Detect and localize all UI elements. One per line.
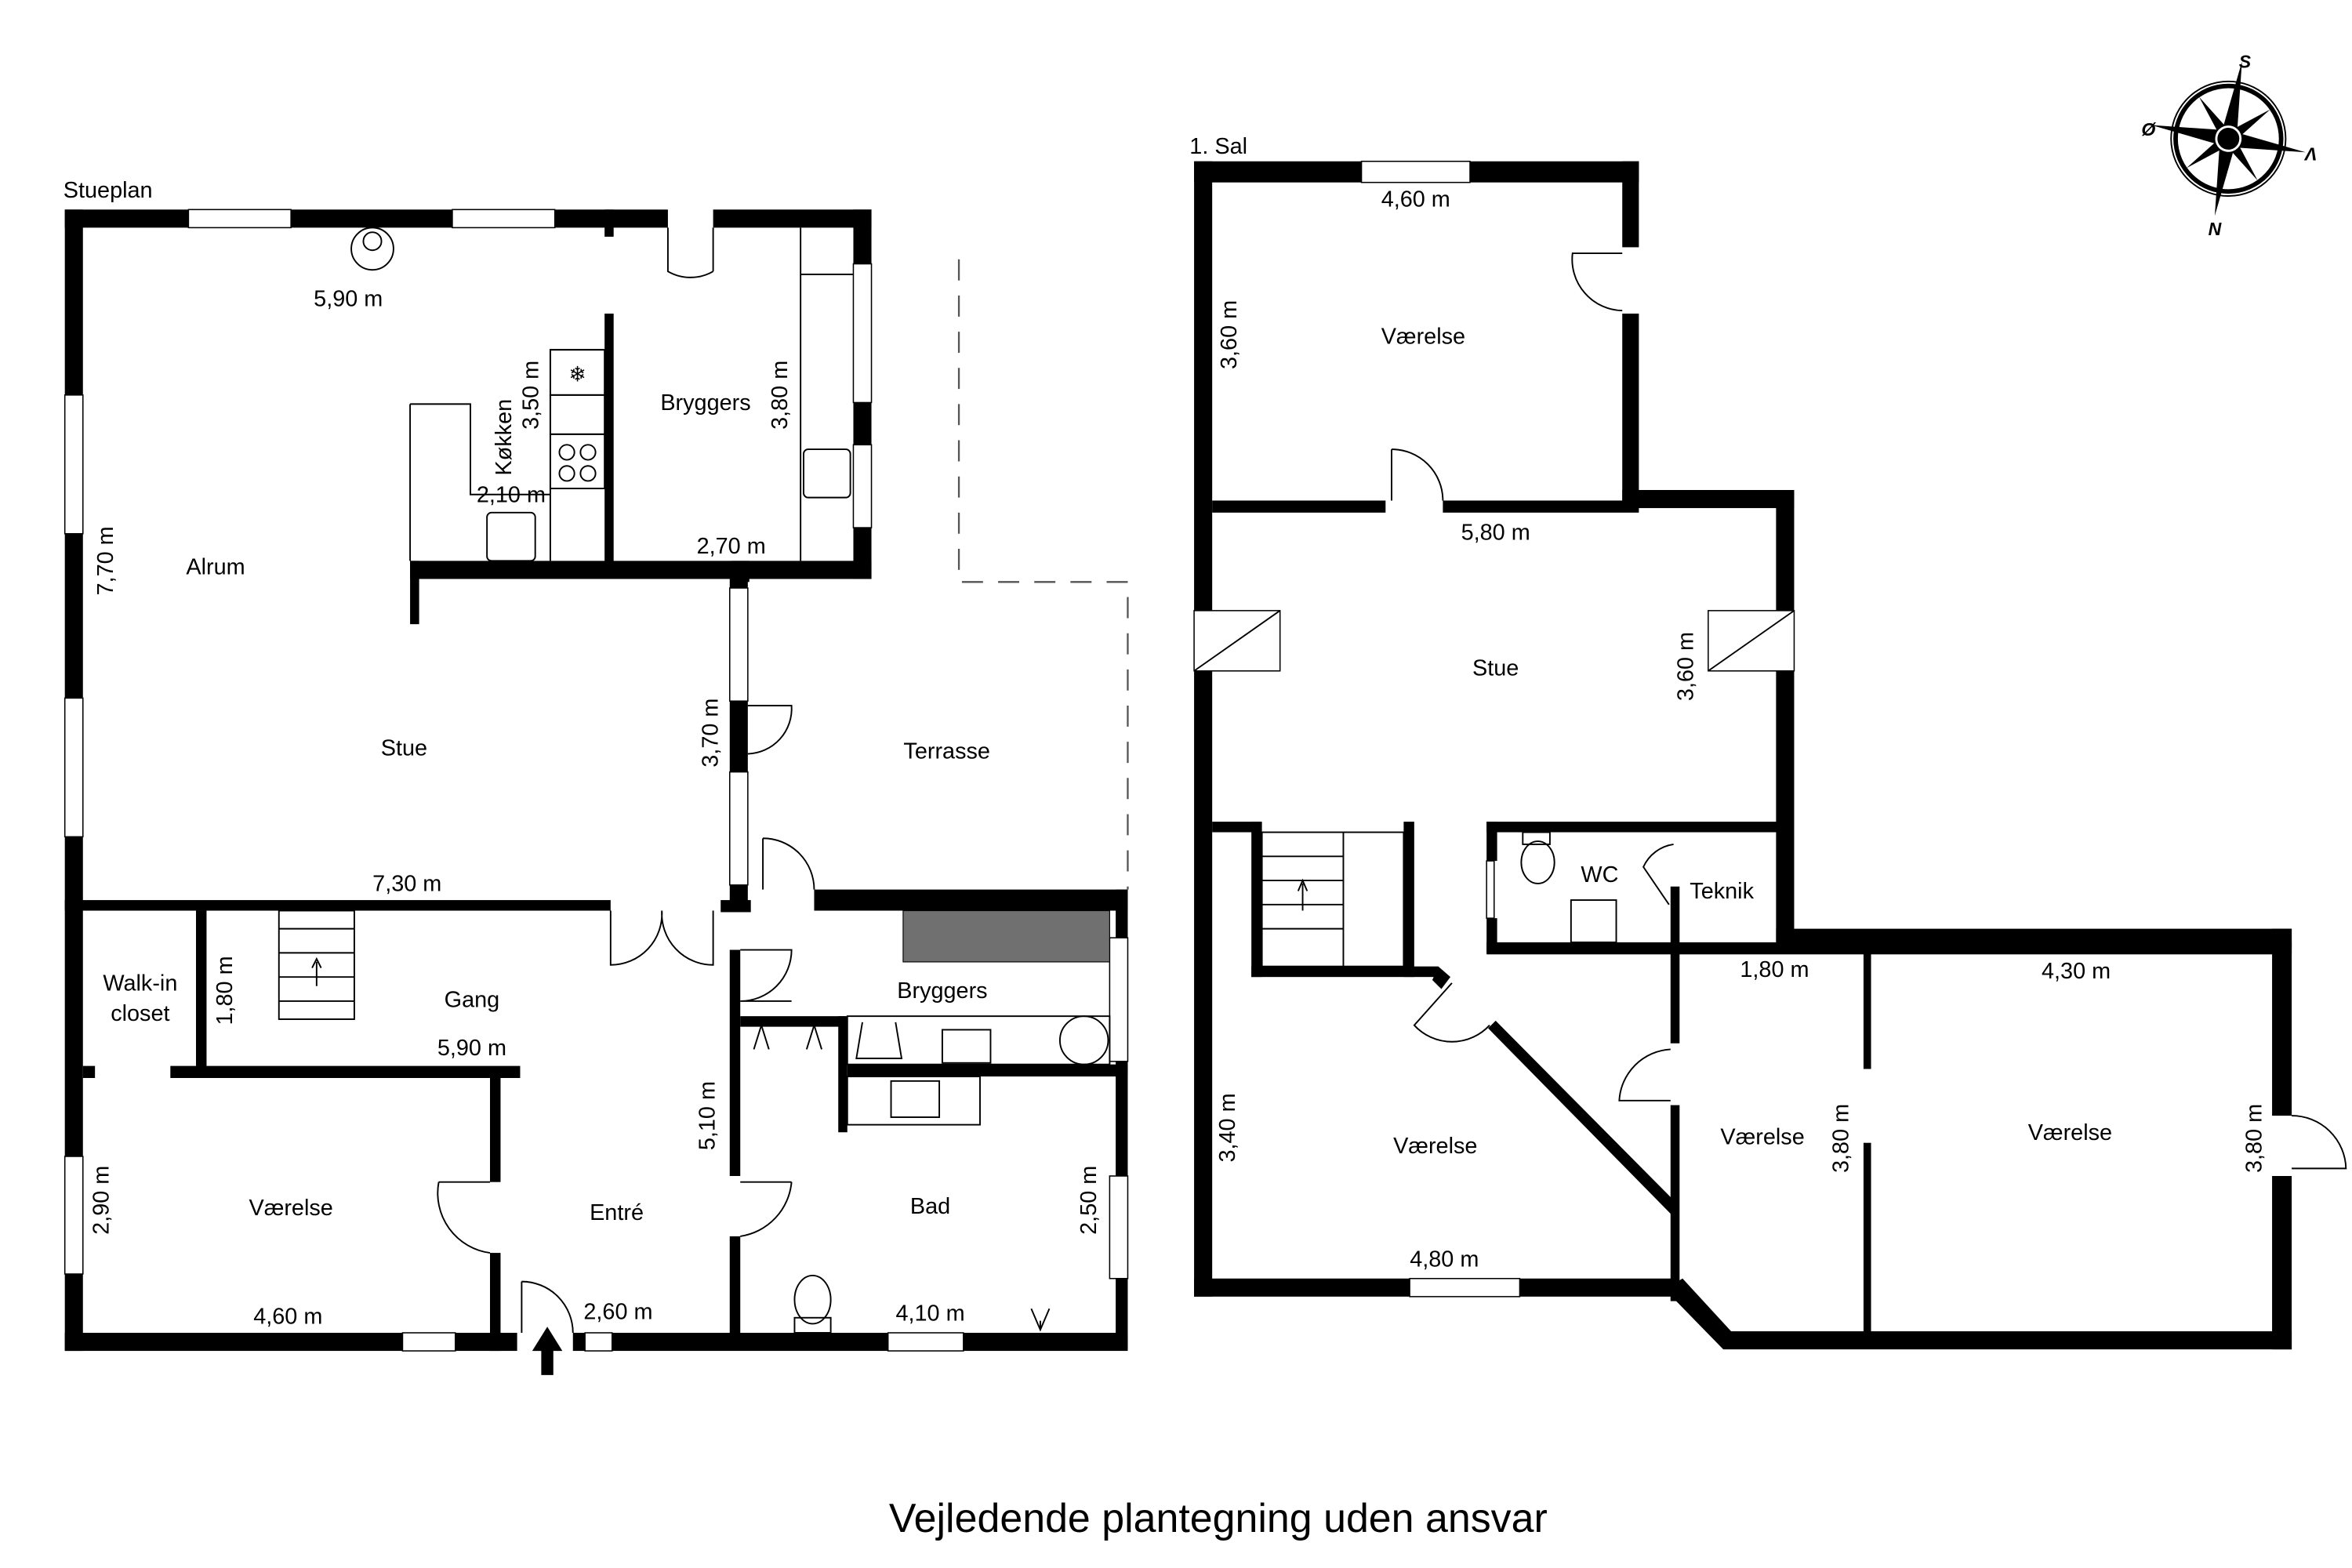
room-label-wc: WC	[1581, 862, 1618, 887]
room-label-vaerelse-mid: Værelse	[1720, 1125, 1804, 1150]
dim-alrum-height: 7,70 m	[93, 526, 118, 595]
room-label-stue: Stue	[381, 735, 427, 760]
room-label-bryggers-top: Bryggers	[660, 390, 750, 416]
room-label-stue-1sal: Stue	[1472, 656, 1519, 681]
dim-gang-height: 1,80 m	[212, 956, 238, 1025]
dim-stue-width: 7,30 m	[372, 872, 441, 897]
first-floor-walls	[1194, 161, 2292, 1350]
dim-vaerelse-width: 4,60 m	[253, 1304, 322, 1329]
dim-terrasse-height: 3,70 m	[698, 699, 723, 768]
room-label-vaerelse-right: Værelse	[2028, 1120, 2112, 1145]
ground-floor-fixtures: ❄	[278, 227, 1111, 1334]
dim-stue-height: 3,60 m	[1674, 632, 1699, 701]
room-label-vaerelse: Værelse	[249, 1196, 332, 1221]
dim-vaerelse-top-height: 3,60 m	[1217, 300, 1242, 369]
first-floor-title: 1. Sal	[1189, 134, 1247, 159]
room-label-terrasse: Terrasse	[903, 739, 990, 764]
room-label-vaerelse-left: Værelse	[1393, 1134, 1477, 1159]
dim-entre-width: 2,60 m	[583, 1300, 652, 1325]
dim-bad-height: 2,50 m	[1076, 1166, 1102, 1235]
room-label-bad: Bad	[910, 1194, 950, 1219]
dim-koekken-width: 2,10 m	[477, 482, 546, 507]
first-floor-fixtures	[1261, 831, 1617, 967]
diagonal-wall	[1488, 1020, 1680, 1215]
compass-label-east: Ø	[2141, 119, 2156, 140]
ground-floor-room-labels: Alrum Køkken Bryggers Stue Terrasse Walk…	[103, 390, 990, 1225]
dim-bad-width: 4,10 m	[895, 1301, 964, 1327]
dim-bryggers-height: 3,80 m	[768, 361, 793, 430]
first-floor-plan: 1. Sal	[1189, 134, 2347, 1350]
dim-vaerelse-top-width: 4,60 m	[1381, 187, 1450, 212]
first-floor-windows	[1193, 161, 1795, 1298]
grey-cabinet	[902, 909, 1110, 963]
room-label-entre: Entré	[590, 1200, 644, 1225]
compass-rose-icon	[2151, 61, 2306, 216]
room-label-teknik: Teknik	[1690, 879, 1754, 904]
room-label-alrum: Alrum	[186, 555, 245, 580]
compass-label-south: S	[2239, 52, 2252, 72]
room-label-bryggers-bottom: Bryggers	[897, 978, 987, 1004]
first-floor-room-labels: Værelse Stue WC Teknik Værelse Værelse V…	[1381, 324, 2112, 1159]
room-label-walkin-2: closet	[111, 1001, 169, 1026]
dim-vaerelse-mid-width: 1,80 m	[1740, 957, 1809, 982]
room-label-koekken: Køkken	[492, 399, 517, 476]
first-floor-doors	[1391, 252, 2347, 1170]
dim-vaerelse-left-height: 3,40 m	[1215, 1093, 1240, 1162]
dim-vaerelse-left-width: 4,80 m	[1410, 1247, 1479, 1272]
disclaimer-footer: Vejledende plantegning uden ansvar	[889, 1496, 1548, 1541]
diagonal-wall-bottom	[1664, 1278, 1734, 1350]
room-label-vaerelse-top: Værelse	[1381, 324, 1465, 349]
dim-alrum-width: 5,90 m	[314, 286, 383, 311]
ground-floor-title: Stueplan	[64, 178, 153, 203]
entrance-arrow-icon	[532, 1327, 563, 1375]
room-label-walkin-1: Walk-in	[103, 971, 177, 996]
dim-stue-width: 5,80 m	[1461, 520, 1530, 545]
compass-label-north: N	[2209, 219, 2223, 239]
first-floor-dimensions: 4,60 m 3,60 m 5,80 m 3,60 m 3,40 m 4,80 …	[1215, 187, 2267, 1272]
dim-entre-height: 5,10 m	[695, 1081, 720, 1150]
stair-diagonal-stub	[1432, 966, 1450, 989]
terrasse-outline	[957, 259, 1129, 890]
dim-gang-width: 5,90 m	[437, 1036, 506, 1061]
dim-vaerelse-mid-height: 3,80 m	[1829, 1104, 1854, 1173]
dim-vaerelse-height: 2,90 m	[89, 1166, 114, 1235]
room-label-gang: Gang	[445, 988, 500, 1013]
dim-koekken-height: 3,50 m	[519, 361, 544, 430]
compass-label-west: V	[2304, 143, 2318, 164]
ground-floor-doors	[437, 227, 815, 1334]
dim-vaerelse-right-height: 3,80 m	[2242, 1104, 2267, 1173]
dim-bryggers-width: 2,70 m	[697, 534, 766, 559]
freezer-icon: ❄	[568, 363, 586, 387]
ground-floor-windows	[64, 209, 1129, 1352]
ground-floor-dimensions: 5,90 m 7,70 m 3,50 m 2,10 m 3,80 m 2,70 …	[89, 286, 1102, 1329]
dim-vaerelse-right-width: 4,30 m	[2042, 959, 2111, 984]
ground-floor-plan: Stueplan	[64, 178, 1129, 1375]
